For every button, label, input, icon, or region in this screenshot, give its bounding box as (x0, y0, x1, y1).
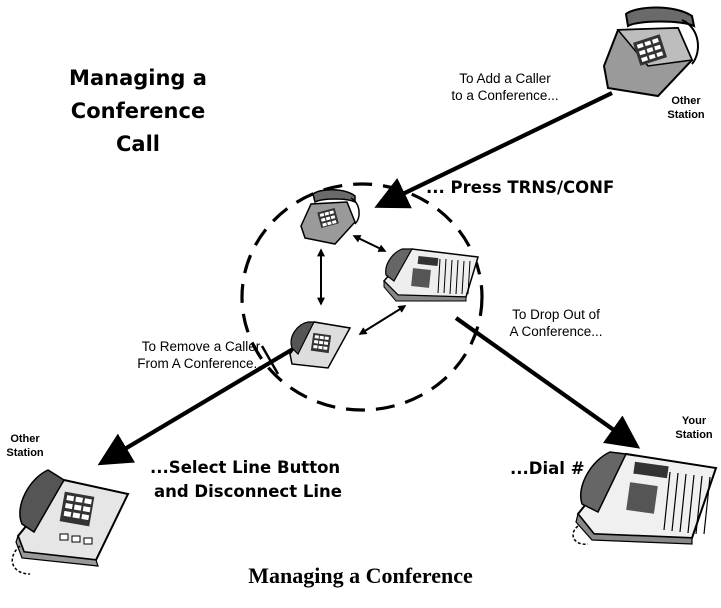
remove-caller-note-line-1: To Remove a Caller (141, 339, 261, 354)
remove-caller-note: To Remove a Caller From A Conference... (128, 338, 274, 372)
select-line-action-line-2: and Disconnect Line (154, 482, 342, 501)
title-line-1: Managing a (69, 66, 207, 90)
add-caller-note: To Add a Caller to a Conference... (435, 70, 575, 104)
conference-circle (240, 182, 484, 412)
title-line-3: Call (116, 132, 160, 156)
your-station-line-1: Your (681, 415, 707, 427)
your-station-label: Your Station (670, 414, 718, 442)
remove-caller-note-line-2: From A Conference... (137, 356, 265, 371)
add-caller-note-line-1: To Add a Caller (459, 71, 551, 86)
conference-phone-keypad-icon (289, 321, 352, 369)
dial-hash-label: ...Dial # (510, 459, 585, 478)
drop-out-note: To Drop Out of A Conference... (496, 306, 616, 340)
remove-caller-arrow (97, 344, 300, 466)
select-line-action-line-1: ...Select Line Button (150, 458, 341, 477)
keypad-phone-other-station-left-icon (11, 469, 130, 575)
add-caller-note-line-2: to a Conference... (451, 88, 559, 103)
press-trns-conf-label: ... Press TRNS/CONF (426, 178, 615, 197)
other-station-left-line-2: Station (6, 447, 44, 459)
diagram-title: Managing a Conference Call (48, 62, 228, 161)
other-station-left-label: Other Station (0, 432, 50, 460)
other-station-top-line-2: Station (667, 109, 705, 121)
drop-out-note-line-1: To Drop Out of (512, 307, 600, 322)
other-station-left-line-1: Other (10, 433, 40, 445)
drop-out-arrow (454, 316, 641, 449)
your-station-line-2: Station (675, 429, 713, 441)
other-station-top-label: Other Station (658, 94, 714, 122)
disconnect-tick (260, 345, 280, 375)
other-station-top-line-1: Other (671, 95, 701, 107)
link-arrow-top (352, 235, 387, 252)
drop-out-note-line-2: A Conference... (509, 324, 603, 339)
title-line-2: Conference (70, 99, 206, 123)
desk-phone-other-station-top-icon (602, 6, 699, 98)
add-caller-arrow (374, 91, 613, 209)
multiline-phone-your-station-icon (572, 451, 718, 545)
figure-caption: Managing a Conference (248, 563, 473, 588)
conference-phone-multiline-icon (382, 248, 479, 302)
link-arrow-bottom (358, 305, 407, 335)
select-line-action: ...Select Line Button and Disconnect Lin… (150, 456, 342, 504)
conference-phone-gray-icon (300, 189, 360, 245)
